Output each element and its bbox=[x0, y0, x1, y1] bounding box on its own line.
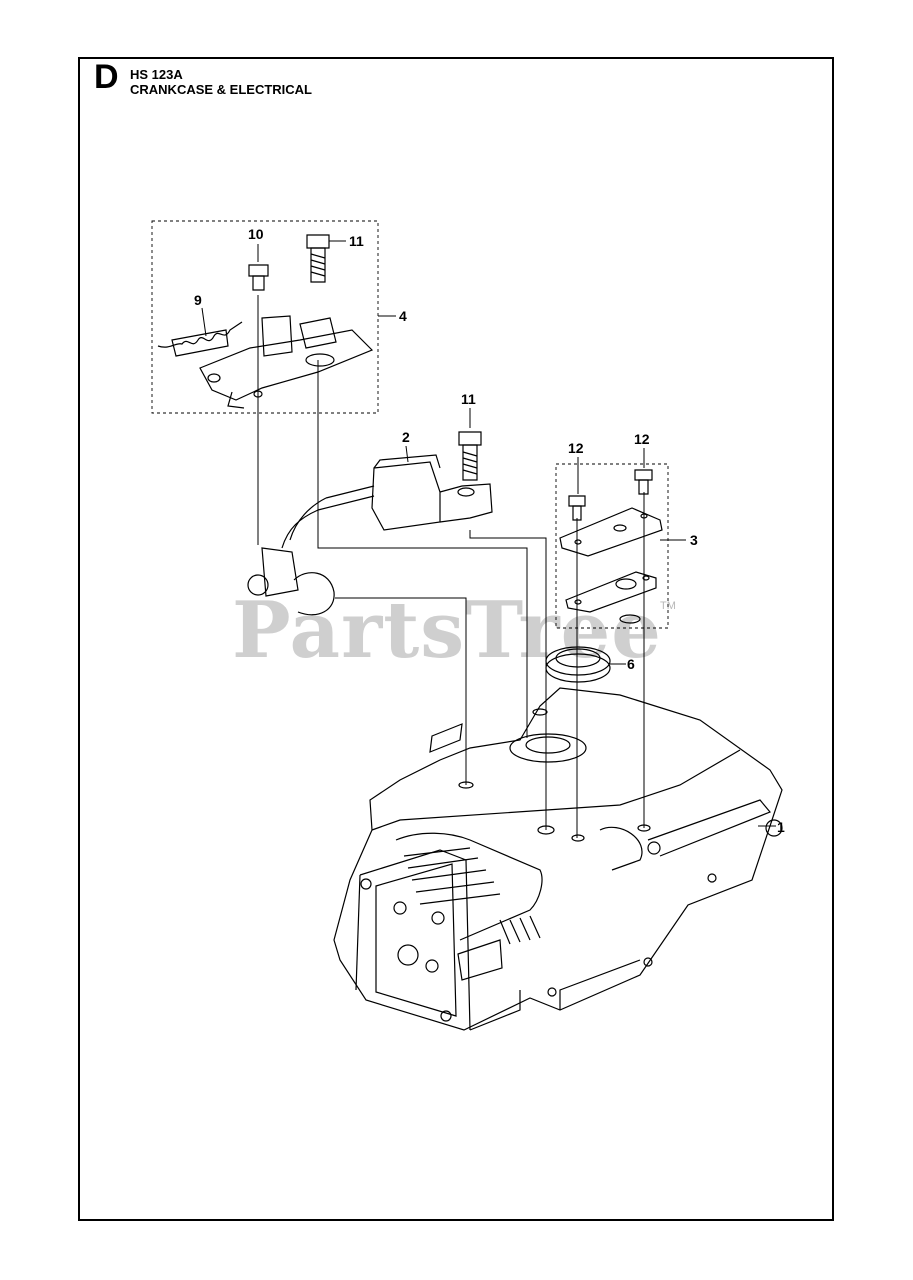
part-2-ignition-coil bbox=[247, 454, 493, 616]
callout-10: 10 bbox=[248, 226, 264, 242]
assembly-lines bbox=[257, 295, 645, 838]
callout-12-right: 12 bbox=[634, 431, 650, 447]
model-number: HS 123A bbox=[130, 67, 183, 82]
section-title: CRANKCASE & ELECTRICAL bbox=[130, 82, 312, 97]
part-4-brake-bracket bbox=[199, 315, 374, 409]
part-9-spring bbox=[157, 321, 243, 357]
callout-9: 9 bbox=[194, 292, 202, 308]
diagram-frame bbox=[78, 57, 834, 1221]
callout-1: 1 bbox=[777, 819, 785, 835]
callout-2: 2 bbox=[402, 429, 410, 445]
group-box-3 bbox=[555, 463, 669, 629]
watermark: PartsTree bbox=[232, 585, 662, 676]
part-12-screw-right bbox=[634, 469, 653, 495]
part-3-plates bbox=[559, 507, 663, 624]
callout-11-middle: 11 bbox=[461, 391, 476, 407]
section-letter: D bbox=[94, 58, 119, 96]
part-1-crankcase bbox=[333, 687, 783, 1031]
part-11-bolt-middle bbox=[458, 431, 482, 481]
part-12-screw-left bbox=[568, 495, 586, 521]
callout-3: 3 bbox=[690, 532, 698, 548]
callout-4: 4 bbox=[399, 308, 407, 324]
callout-12-left: 12 bbox=[568, 440, 584, 456]
diagram-title: HS 123A CRANKCASE & ELECTRICAL bbox=[130, 67, 312, 97]
callout-11-upper: 11 bbox=[349, 233, 364, 249]
group-box-4 bbox=[151, 220, 379, 414]
part-6-oil-seal bbox=[545, 646, 611, 683]
callout-6: 6 bbox=[627, 656, 635, 672]
part-11-bolt-upper bbox=[306, 234, 330, 283]
leader-lines bbox=[201, 240, 776, 827]
part-10-bolt bbox=[248, 264, 269, 291]
